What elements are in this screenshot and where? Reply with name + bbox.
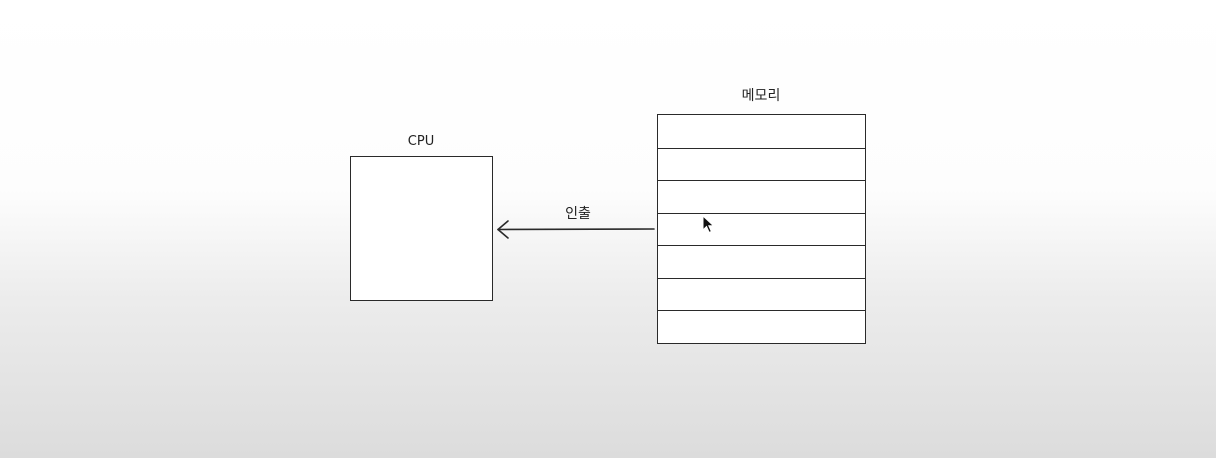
fetch-arrow	[497, 220, 655, 239]
memory-row-divider	[658, 245, 865, 247]
memory-row-divider	[658, 212, 865, 214]
memory-row-divider	[658, 180, 865, 182]
memory-label: 메모리	[741, 88, 781, 104]
fetch-label: 인출	[565, 206, 591, 222]
cpu-label: CPU	[407, 134, 435, 149]
memory-row-divider	[658, 277, 865, 279]
memory-box	[657, 114, 866, 344]
mouse-pointer-icon	[702, 215, 715, 234]
cpu-box	[350, 156, 493, 301]
memory-row-divider	[658, 310, 865, 312]
memory-row-divider	[658, 147, 865, 149]
